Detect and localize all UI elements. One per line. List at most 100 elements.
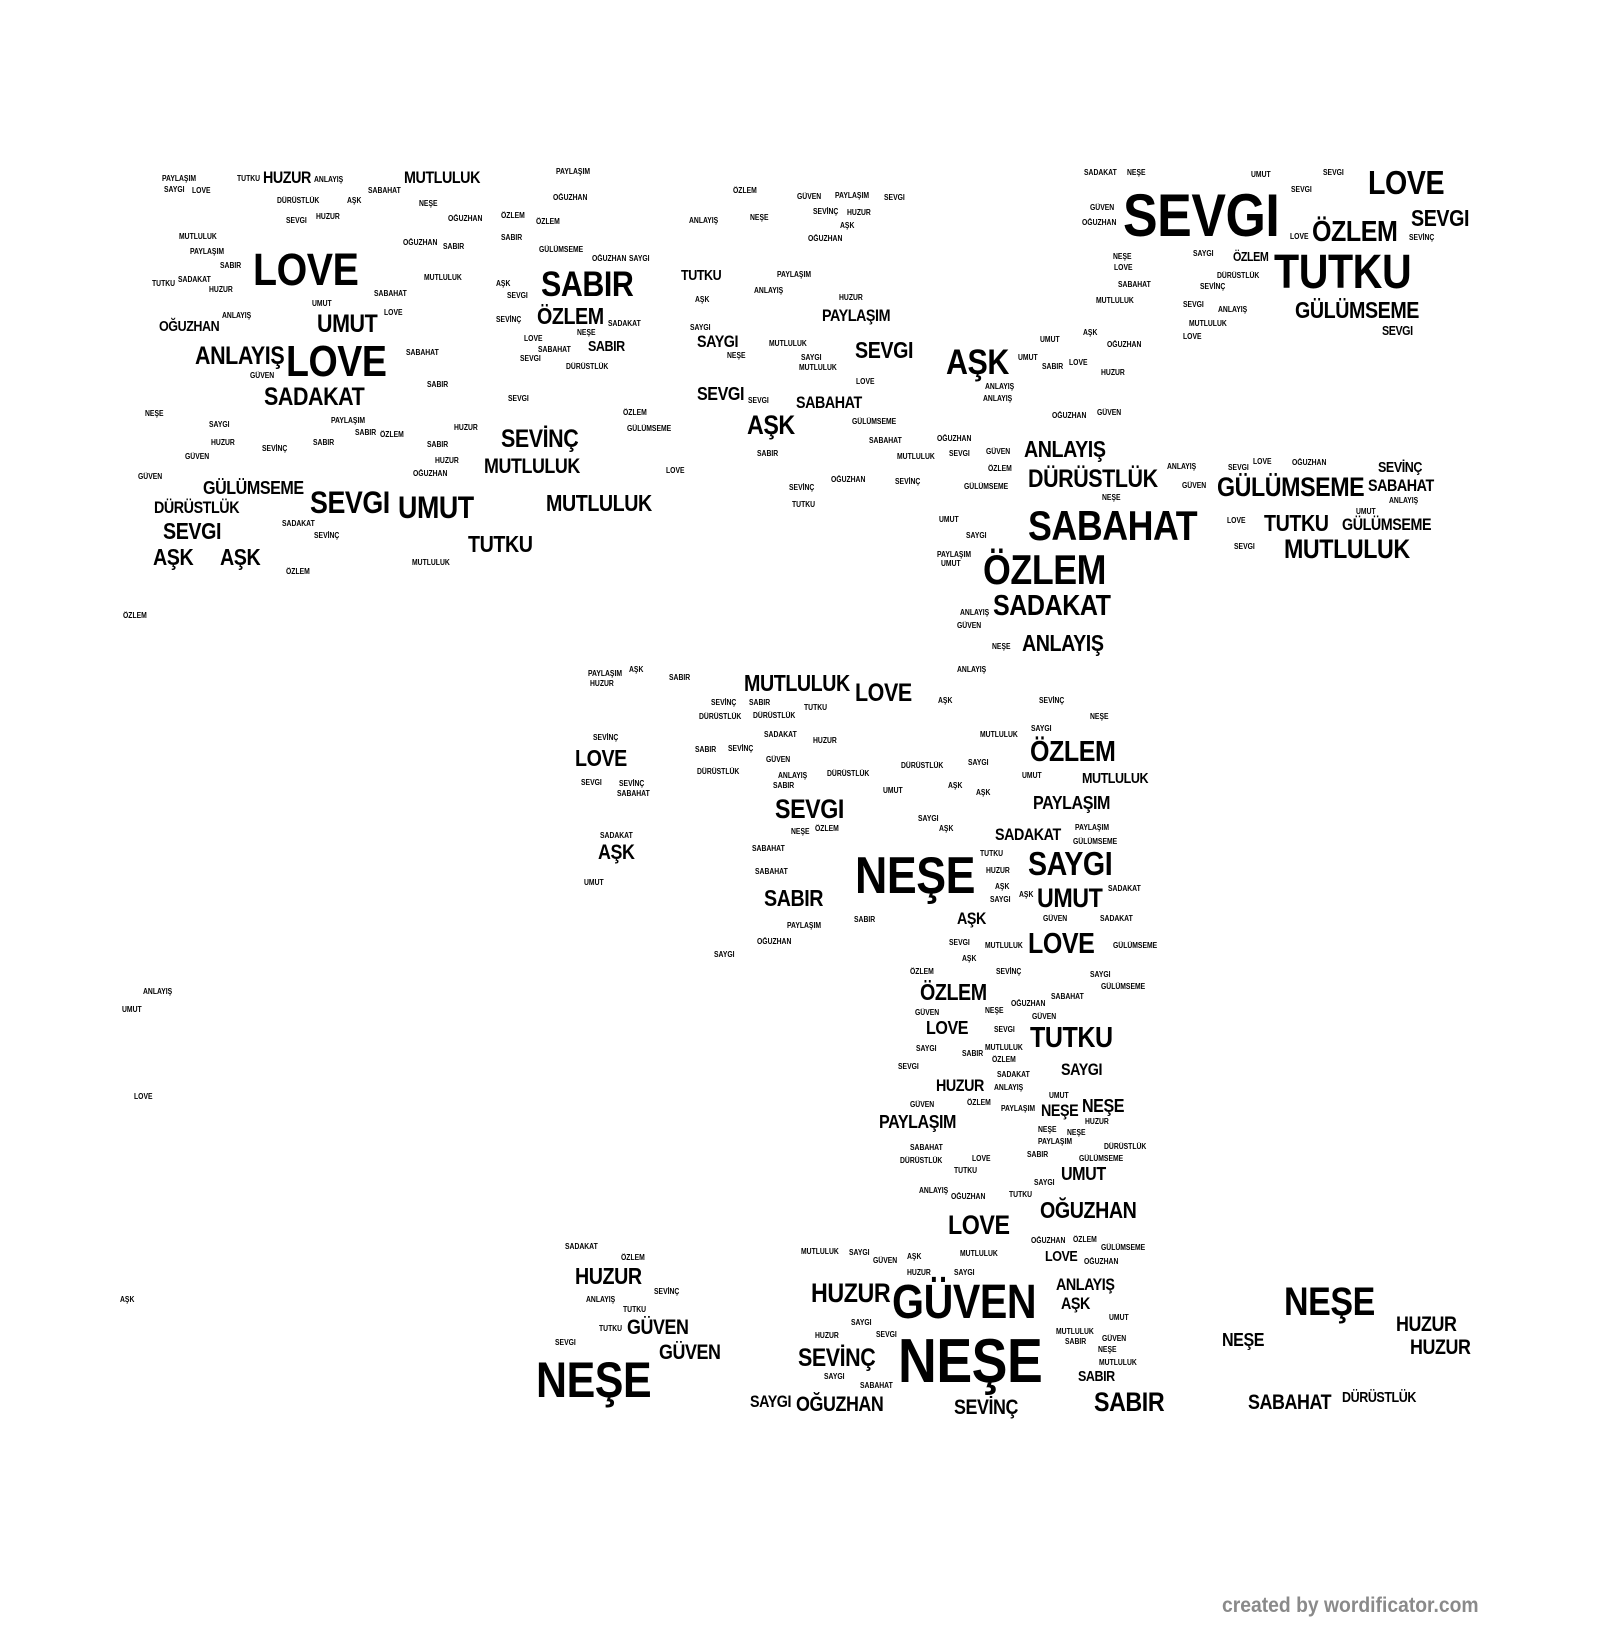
cloud-word: NEŞE	[1040, 1101, 1079, 1121]
cloud-filler-word: SEVİNÇ	[789, 482, 815, 492]
cloud-filler-word: DÜRÜSTLÜK	[826, 769, 870, 779]
cloud-filler-word: OĞUZHAN	[1052, 411, 1087, 421]
cloud-filler-word: NEŞE	[1127, 167, 1147, 177]
cloud-filler-word: SADAKAT	[282, 519, 316, 529]
cloud-filler-word: OĞUZHAN	[553, 193, 588, 203]
cloud-filler-word: NEŞE	[1090, 711, 1109, 721]
cloud-filler-word: GÜVEN	[1096, 408, 1121, 418]
cloud-filler-word: SEVGI	[1233, 542, 1255, 552]
cloud-word: ANLAYIŞ	[1056, 1274, 1115, 1294]
cloud-filler-word: AŞK	[1019, 889, 1034, 899]
cloud-filler-word: SEVİNÇ	[496, 314, 522, 324]
cloud-filler-word: SABAHAT	[405, 348, 439, 358]
cloud-word: AŞK	[946, 342, 1010, 382]
cloud-filler-word: SEVGI	[875, 1329, 897, 1339]
cloud-filler-word: SEVİNÇ	[1038, 696, 1064, 706]
cloud-word: DÜRÜSTLÜK	[1027, 464, 1158, 493]
watermark-caption: created by wordificator.com	[1222, 1594, 1479, 1617]
cloud-filler-word: ÖZLEM	[535, 216, 560, 226]
cloud-filler-word: TUTKU	[791, 500, 815, 510]
cloud-filler-word: SADAKAT	[1107, 883, 1141, 893]
cloud-word: SADAKAT	[993, 590, 1111, 623]
cloud-filler-word: ANLAYIŞ	[957, 664, 987, 674]
cloud-filler-word: HUZUR	[435, 456, 459, 466]
cloud-filler-word: SEVİNÇ	[1200, 282, 1226, 292]
cloud-filler-word: NEŞE	[144, 408, 164, 418]
cloud-filler-word: GÜLÜMSEME	[1100, 981, 1146, 991]
cloud-filler-word: MUTLULUK	[979, 730, 1018, 740]
cloud-filler-word: DÜRÜSTLÜK	[697, 766, 740, 776]
cloud-filler-word: HUZUR	[210, 437, 235, 447]
cloud-word: AŞK	[220, 543, 261, 570]
cloud-word: AŞK	[746, 409, 795, 440]
cloud-word: GÜVEN	[892, 1275, 1037, 1329]
cloud-filler-word: SABAHAT	[1051, 992, 1084, 1002]
cloud-word: ÖZLEM	[1029, 735, 1116, 768]
cloud-filler-word: SABAHAT	[616, 788, 650, 798]
cloud-filler-word: PAYLAŞIM	[588, 668, 623, 678]
cloud-filler-word: SABAHAT	[754, 867, 788, 877]
cloud-filler-word: MUTLULUK	[959, 1249, 998, 1259]
cloud-filler-word: SEVGI	[1291, 185, 1313, 195]
cloud-filler-word: MUTLULUK	[424, 272, 462, 282]
cloud-filler-word: MUTLULUK	[1096, 296, 1135, 306]
cloud-filler-word: GÜVEN	[137, 472, 163, 482]
cloud-filler-word: SAYGI	[800, 352, 822, 362]
cloud-word: TUTKU	[468, 531, 533, 558]
cloud-word: HUZUR	[1410, 1335, 1471, 1359]
cloud-filler-word: DÜRÜSTLÜK	[901, 761, 944, 771]
cloud-filler-word: SABIR	[757, 449, 779, 459]
cloud-filler-word: NEŞE	[1112, 251, 1132, 261]
cloud-filler-word: SEVGI	[949, 937, 971, 947]
cloud-word: SAYGI	[1060, 1060, 1102, 1080]
cloud-filler-word: ANLAYIŞ	[982, 393, 1013, 403]
cloud-filler-word: LOVE	[1227, 516, 1246, 526]
cloud-word: SEVGI	[163, 518, 222, 545]
cloud-filler-word: LOVE	[1253, 457, 1272, 467]
cloud-filler-word: PAYLAŞIM	[787, 920, 822, 930]
cloud-filler-word: SEVGI	[506, 291, 528, 301]
cloud-filler-word: PAYLAŞIM	[1037, 1137, 1072, 1147]
cloud-filler-word: SEVİNÇ	[262, 443, 288, 453]
cloud-word: UMUT	[317, 309, 378, 338]
cloud-word: NEŞE	[1284, 1280, 1376, 1325]
cloud-filler-word: NEŞE	[749, 213, 769, 223]
cloud-word: ANLAYIŞ	[1022, 630, 1104, 657]
cloud-word: SEVGI	[696, 382, 744, 404]
cloud-filler-word: NEŞE	[727, 351, 746, 361]
cloud-filler-word: SAYGI	[1031, 724, 1052, 734]
cloud-filler-word: SEVİNÇ	[895, 477, 921, 487]
cloud-filler-word: DÜRÜSTLÜK	[752, 711, 796, 721]
cloud-filler-word: UMUT	[1022, 770, 1043, 780]
cloud-word: SABIR	[540, 264, 634, 304]
cloud-filler-word: SEVİNÇ	[618, 779, 645, 788]
cloud-filler-word: SABIR	[962, 1049, 984, 1059]
cloud-filler-word: SEVİNÇ	[812, 207, 839, 217]
cloud-filler-word: SEVGI	[520, 354, 541, 364]
cloud-filler-word: ÖZLEM	[620, 1252, 645, 1262]
cloud-filler-word: AŞK	[938, 696, 953, 706]
cloud-filler-word: SABIR	[773, 780, 795, 790]
cloud-word: GÜLÜMSEME	[202, 476, 304, 498]
cloud-filler-word: SEVİNÇ	[313, 530, 339, 540]
cloud-word: ÖZLEM	[1232, 250, 1269, 265]
cloud-filler-word: PAYLAŞIM	[189, 246, 224, 256]
cloud-filler-word: SABIR	[695, 745, 717, 755]
cloud-word: SABIR	[587, 339, 625, 356]
cloud-filler-word: NEŞE	[1038, 1124, 1057, 1134]
cloud-filler-word: SABAHAT	[367, 186, 401, 196]
cloud-filler-word: NEŞE	[1098, 1345, 1117, 1355]
cloud-filler-word: ANLAYIŞ	[585, 1294, 615, 1304]
cloud-filler-word: OĞUZHAN	[412, 468, 447, 478]
cloud-filler-word: GÜVEN	[1089, 203, 1114, 213]
cloud-filler-word: ÖZLEM	[379, 430, 404, 440]
cloud-word: SAYGI	[1027, 846, 1113, 884]
cloud-filler-word: ÖZLEM	[1073, 1234, 1098, 1244]
cloud-filler-word: SADAKAT	[565, 1242, 598, 1252]
cloud-filler-word: TUTKU	[953, 1166, 977, 1176]
cloud-filler-word: SEVGI	[1228, 462, 1250, 472]
cloud-word: ÖZLEM	[1312, 215, 1398, 248]
cloud-filler-word: ÖZLEM	[909, 967, 934, 977]
cloud-filler-word: TUTKU	[151, 278, 176, 288]
